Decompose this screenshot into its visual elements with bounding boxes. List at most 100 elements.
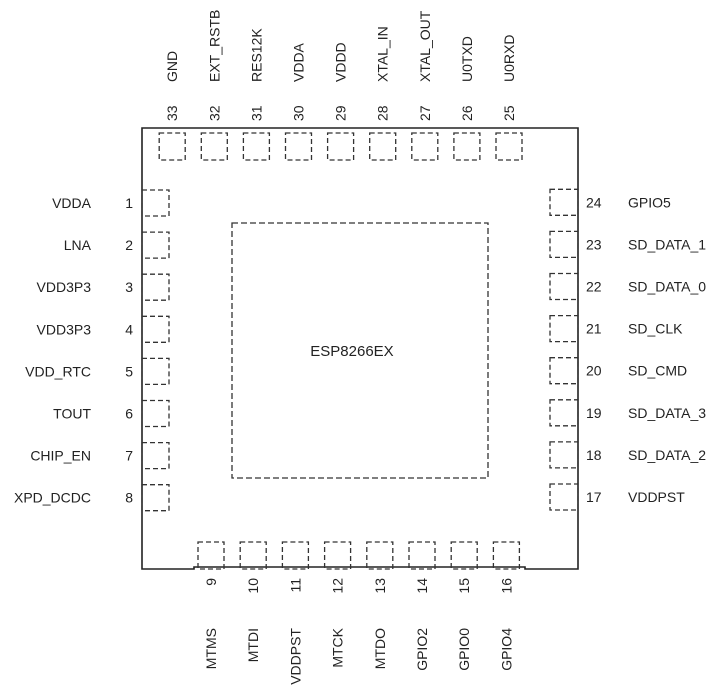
pin-label-mtdi: MTDI [245, 628, 261, 662]
pin-pad-24 [549, 188, 579, 216]
pin-label-u0rxd: U0RXD [501, 35, 517, 82]
pin-pad-6 [141, 399, 170, 428]
pin-pad-1 [141, 189, 170, 217]
chip-name: ESP8266EX [310, 343, 393, 360]
pin-number-4: 4 [125, 321, 133, 337]
pin-label-mtms: MTMS [203, 628, 219, 669]
pin-number-6: 6 [125, 406, 133, 422]
pin-pad-19 [549, 399, 579, 427]
pin-pad-12 [323, 541, 352, 570]
pin-pad-16 [492, 541, 521, 570]
pin-pad-22 [549, 272, 579, 301]
pin-label-xtal-out: XTAL_OUT [417, 10, 433, 82]
pin-pad-25 [495, 132, 523, 161]
pin-label-vddpst: VDDPST [628, 489, 685, 505]
pin-pad-23 [549, 230, 579, 259]
pin-number-18: 18 [586, 447, 602, 463]
pin-pad-11 [281, 541, 310, 570]
pin-pad-21 [549, 314, 579, 343]
pin-number-16: 16 [498, 578, 514, 594]
pin-number-20: 20 [586, 363, 602, 379]
pin-number-23: 23 [586, 236, 602, 252]
pin-number-21: 21 [586, 321, 602, 337]
pin-number-32: 32 [206, 105, 222, 121]
pin-label-sd-data-1: SD_DATA_1 [628, 236, 706, 252]
pin-pad-30 [284, 132, 313, 161]
pin-pad-14 [408, 541, 436, 570]
pin-pad-3 [141, 273, 170, 301]
pin-label-gpio4: GPIO4 [498, 628, 514, 671]
pins-layer: 1VDDA2LNA3VDD3P34VDD3P35VDD_RTC6TOUT7CHI… [14, 10, 706, 685]
pin-label-gpio2: GPIO2 [414, 628, 430, 671]
pin-number-8: 8 [125, 490, 133, 506]
pin-label-gnd: GND [164, 51, 180, 82]
pin-pad-7 [141, 441, 170, 470]
pin-label-xpd-dcdc: XPD_DCDC [14, 490, 91, 506]
pin-pad-8 [141, 484, 170, 512]
pin-number-25: 25 [501, 105, 517, 121]
exposed-pad [231, 222, 489, 479]
pin-label-vdda: VDDA [52, 195, 92, 211]
pin-pad-17 [549, 483, 579, 511]
pin-label-gpio0: GPIO0 [456, 628, 472, 671]
pin-label-vdd3p3: VDD3P3 [37, 321, 92, 337]
pin-pad-29 [326, 132, 355, 161]
pin-label-vdda: VDDA [291, 42, 307, 82]
pin-number-30: 30 [291, 105, 307, 121]
pin-pad-20 [549, 357, 579, 385]
pin-number-15: 15 [456, 578, 472, 594]
pin-label-gpio5: GPIO5 [628, 194, 671, 210]
pin-pad-13 [366, 541, 394, 570]
pin-pad-31 [242, 132, 271, 161]
pin-number-22: 22 [586, 279, 602, 295]
pin-label-sd-clk: SD_CLK [628, 321, 683, 337]
pin-label-sd-data-3: SD_DATA_3 [628, 405, 706, 421]
pin-number-13: 13 [372, 578, 388, 594]
pin-pad-18 [549, 441, 579, 469]
pin-label-chip-en: CHIP_EN [30, 448, 91, 464]
pin-label-u0txd: U0TXD [459, 36, 475, 82]
pin-number-14: 14 [414, 578, 430, 594]
pin-label-sd-data-0: SD_DATA_0 [628, 279, 706, 295]
pin-number-9: 9 [203, 578, 219, 586]
pin-number-19: 19 [586, 405, 602, 421]
pin-label-tout: TOUT [53, 406, 91, 422]
pin-number-2: 2 [125, 237, 133, 253]
pin-number-24: 24 [586, 194, 602, 210]
pin-number-29: 29 [333, 105, 349, 121]
pin-pad-33 [158, 132, 186, 161]
pin-pad-5 [141, 357, 170, 386]
pin-pad-2 [141, 231, 170, 259]
pin-pad-4 [141, 315, 170, 343]
pin-label-sd-data-2: SD_DATA_2 [628, 447, 706, 463]
pin-pad-28 [369, 132, 397, 161]
pin-number-26: 26 [459, 105, 475, 121]
pin-number-7: 7 [125, 448, 133, 464]
pin-number-27: 27 [417, 105, 433, 121]
pin-label-lna: LNA [64, 237, 92, 253]
pin-label-mtck: MTCK [330, 627, 346, 667]
pin-number-11: 11 [287, 578, 303, 593]
pin-label-ext-rstb: EXT_RSTB [206, 10, 222, 82]
pin-label-vddd: VDDD [333, 42, 349, 82]
pin-pad-15 [450, 541, 478, 570]
pin-number-10: 10 [245, 578, 261, 594]
pin-number-3: 3 [125, 279, 133, 295]
pin-label-vdd-rtc: VDD_RTC [25, 363, 91, 379]
pin-number-33: 33 [164, 105, 180, 121]
pin-label-res12k: RES12K [248, 28, 264, 82]
pin-number-28: 28 [375, 105, 391, 121]
chip-package-outline [141, 127, 579, 570]
pin-number-31: 31 [248, 105, 264, 121]
pin-label-sd-cmd: SD_CMD [628, 363, 687, 379]
pin-pad-32 [200, 132, 228, 161]
pin-pad-26 [453, 132, 481, 161]
pin-pad-9 [197, 541, 225, 570]
pin-label-vddpst: VDDPST [287, 628, 303, 685]
pin-label-mtdo: MTDO [372, 628, 388, 669]
pin-number-17: 17 [586, 489, 602, 505]
pin-label-xtal-in: XTAL_IN [375, 26, 391, 82]
pin-number-5: 5 [125, 363, 133, 379]
pin-label-vdd3p3: VDD3P3 [37, 279, 92, 295]
